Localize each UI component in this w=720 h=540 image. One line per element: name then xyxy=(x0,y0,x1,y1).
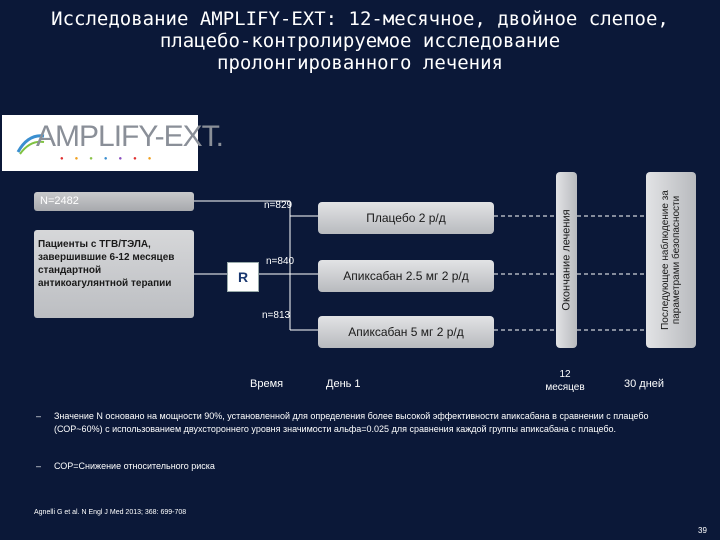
months-12-label: 12 месяцев xyxy=(545,369,585,393)
title-line-3: пролонгированного лечения xyxy=(217,52,503,74)
arm-apixaban-2-5: Апиксабан 2.5 мг 2 р/д xyxy=(318,260,494,292)
arm-n-placebo: n=829 xyxy=(264,200,293,211)
citation: Agnelli G et al. N Engl J Med 2013; 368:… xyxy=(34,509,187,516)
patients-box: Пациенты с ТГВ/ТЭЛА, завершившие 6-12 ме… xyxy=(34,230,194,318)
title-line-1: Исследование AMPLIFY-EXT: 12-месячное, д… xyxy=(51,8,669,30)
note-power: Значение N основано на мощности 90%, уст… xyxy=(54,411,649,434)
randomization-box: R xyxy=(227,262,259,292)
n-total-bar: N=2482 xyxy=(34,192,194,211)
note-bullet-1: – xyxy=(36,411,42,421)
end-of-treatment-label: Окончание лечения xyxy=(560,209,572,311)
days-30-label: 30 дней xyxy=(624,378,665,390)
note-bullet-2: – xyxy=(36,461,42,471)
title-line-2: плацебо-контролируемое исследование xyxy=(159,30,561,52)
time-label: Время xyxy=(250,378,284,390)
logo-dots: ●●●●●●● xyxy=(60,156,163,162)
arm-apixaban-5: Апиксабан 5 мг 2 р/д xyxy=(318,316,494,348)
note-rrr: СОР=Снижение относительного риска xyxy=(54,461,215,471)
end-of-treatment-bar: Окончание лечения xyxy=(556,172,577,348)
follow-up-bar: Последующее наблюдение за параметрами бе… xyxy=(646,172,696,348)
slide-title: Исследование AMPLIFY-EXT: 12-месячное, д… xyxy=(10,8,710,74)
logo-text: AMPLIFY-EXT. xyxy=(36,120,224,153)
arm-n-apixaban-2-5: n=840 xyxy=(266,256,295,267)
logo-swoosh-icon xyxy=(16,132,46,161)
follow-up-label: Последующее наблюдение за параметрами бе… xyxy=(660,190,682,330)
arm-placebo: Плацебо 2 р/д xyxy=(318,202,494,234)
day-1-label: День 1 xyxy=(326,378,361,390)
page-number: 39 xyxy=(698,526,707,535)
arm-n-apixaban-5: n=813 xyxy=(262,310,291,321)
